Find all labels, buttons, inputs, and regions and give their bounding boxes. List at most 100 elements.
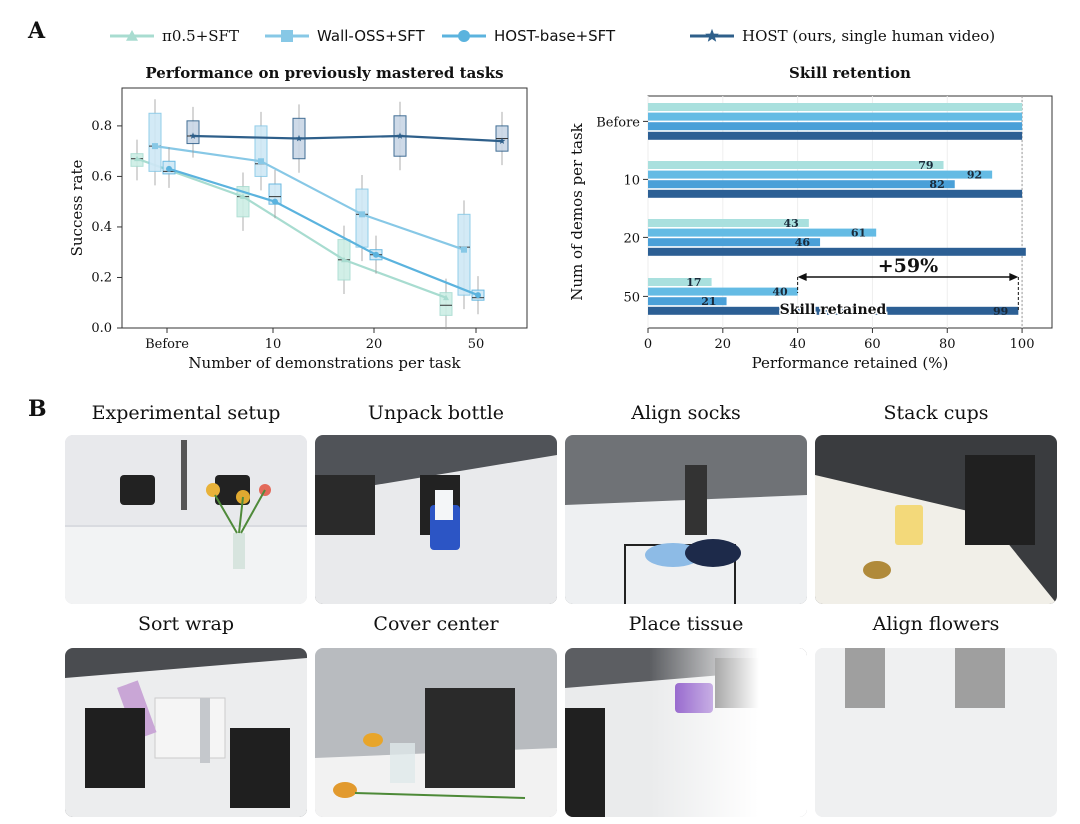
task-title: Sort wrap — [137, 613, 235, 635]
bar-data-label: 99 — [993, 305, 1008, 318]
photo-align-flowers — [815, 648, 1057, 817]
task-title: Place tissue — [628, 613, 744, 635]
y-tick-label: 0.8 — [91, 119, 112, 134]
data-point — [166, 165, 172, 172]
bar-data-label: 40 — [772, 286, 788, 299]
bar — [648, 170, 993, 179]
series-line — [136, 157, 447, 299]
x-tick-label: 0 — [644, 337, 652, 352]
data-point — [152, 143, 158, 150]
legend-label: HOST-base+SFT — [494, 27, 616, 45]
legend-label: HOST (ours, single human video) — [742, 27, 995, 45]
bar — [648, 287, 798, 296]
y-tick-label: 10 — [623, 173, 640, 188]
bar-data-label: 92 — [967, 169, 982, 182]
data-point — [240, 193, 246, 200]
box — [186, 120, 200, 145]
data-point — [373, 251, 379, 258]
bar — [648, 180, 955, 189]
bar — [648, 219, 809, 227]
box — [148, 112, 162, 172]
y-tick-label: 50 — [623, 290, 640, 305]
x-tick-label: 20 — [715, 337, 732, 352]
bar-data-label: 46 — [795, 236, 811, 249]
x-tick-label: 20 — [366, 337, 383, 352]
bar — [648, 278, 712, 286]
series-line — [168, 167, 479, 297]
bar — [648, 122, 1023, 131]
bar — [648, 297, 727, 306]
task-title: Cover center — [373, 613, 499, 635]
legend-marker-triangle-icon — [126, 30, 138, 41]
series-line — [154, 145, 465, 251]
x-tick-label: 100 — [1010, 337, 1035, 352]
arrow-head-left-icon — [797, 273, 807, 281]
legend-label: Wall-OSS+SFT — [317, 27, 426, 45]
data-point — [295, 134, 303, 142]
photo-stack-cups — [815, 435, 1057, 604]
y-axis-label: Num of demos per task — [568, 122, 586, 300]
legend-label: π0.5+SFT — [162, 27, 239, 45]
chart-title: Skill retention — [789, 64, 911, 82]
photo-align-socks — [565, 435, 807, 604]
bar — [648, 112, 1023, 121]
data-point — [396, 132, 404, 139]
y-tick-label: 0.2 — [91, 270, 112, 285]
plot-frame — [121, 87, 528, 329]
bar — [648, 161, 944, 169]
data-point — [475, 292, 481, 299]
task-title: Unpack bottle — [367, 402, 505, 424]
y-tick-label: 20 — [623, 231, 640, 246]
bar-data-label: 17 — [686, 276, 701, 289]
bar-data-label: 82 — [929, 178, 944, 191]
data-point — [134, 155, 140, 162]
x-tick-label: Before — [145, 337, 189, 352]
box — [439, 292, 453, 316]
legend-marker-square-icon — [281, 30, 293, 42]
task-title: Align flowers — [872, 613, 1000, 635]
retained-annotation: Skill retained — [780, 302, 887, 318]
legend-marker-star-icon — [705, 28, 719, 42]
y-tick-label: Before — [596, 115, 640, 130]
x-axis-label: Number of demonstrations per task — [188, 354, 461, 372]
data-point — [359, 211, 365, 218]
x-axis-label: Performance retained (%) — [752, 354, 949, 372]
x-tick-label: 40 — [789, 337, 806, 352]
y-axis-label: Success rate — [68, 159, 86, 256]
x-tick-label: 60 — [864, 337, 881, 352]
x-tick-label: 10 — [265, 337, 282, 352]
box — [457, 213, 471, 296]
panel-label-b: B — [28, 396, 47, 422]
photo-unpack-bottle — [315, 435, 557, 604]
y-tick-label: 0.4 — [91, 220, 112, 235]
photo-sort-wrap — [65, 648, 307, 817]
task-title: Experimental setup — [91, 402, 281, 424]
x-tick-label: 50 — [468, 337, 485, 352]
bar — [648, 189, 1023, 198]
task-title: Align socks — [631, 402, 741, 424]
chart-title: Performance on previously mastered tasks — [145, 64, 503, 82]
bar — [648, 131, 1023, 140]
bar — [648, 238, 821, 247]
data-point — [461, 246, 467, 253]
legend-marker-circle-icon — [458, 30, 470, 42]
bar-data-label: 61 — [851, 227, 866, 240]
bar — [648, 247, 1026, 256]
data-point — [189, 132, 197, 139]
y-tick-label: 0.6 — [91, 169, 112, 184]
panel-label-a: A — [28, 18, 46, 44]
data-point — [272, 198, 278, 205]
task-title: Stack cups — [883, 402, 989, 424]
gain-annotation: +59% — [878, 255, 938, 277]
data-point — [498, 137, 506, 144]
box — [254, 125, 268, 177]
photo-place-tissue — [565, 648, 807, 817]
bar-data-label: 79 — [918, 159, 933, 172]
photo-experimental-setup — [65, 435, 307, 604]
bar-data-label: 43 — [784, 217, 799, 230]
data-point — [258, 158, 264, 165]
x-tick-label: 80 — [939, 337, 956, 352]
figure-panel-a: π0.5+SFT Wall-OSS+SFT HOST-base+SFT HOST (o… — [68, 27, 1053, 372]
bar — [648, 103, 1023, 111]
y-tick-label: 0.0 — [91, 321, 112, 336]
